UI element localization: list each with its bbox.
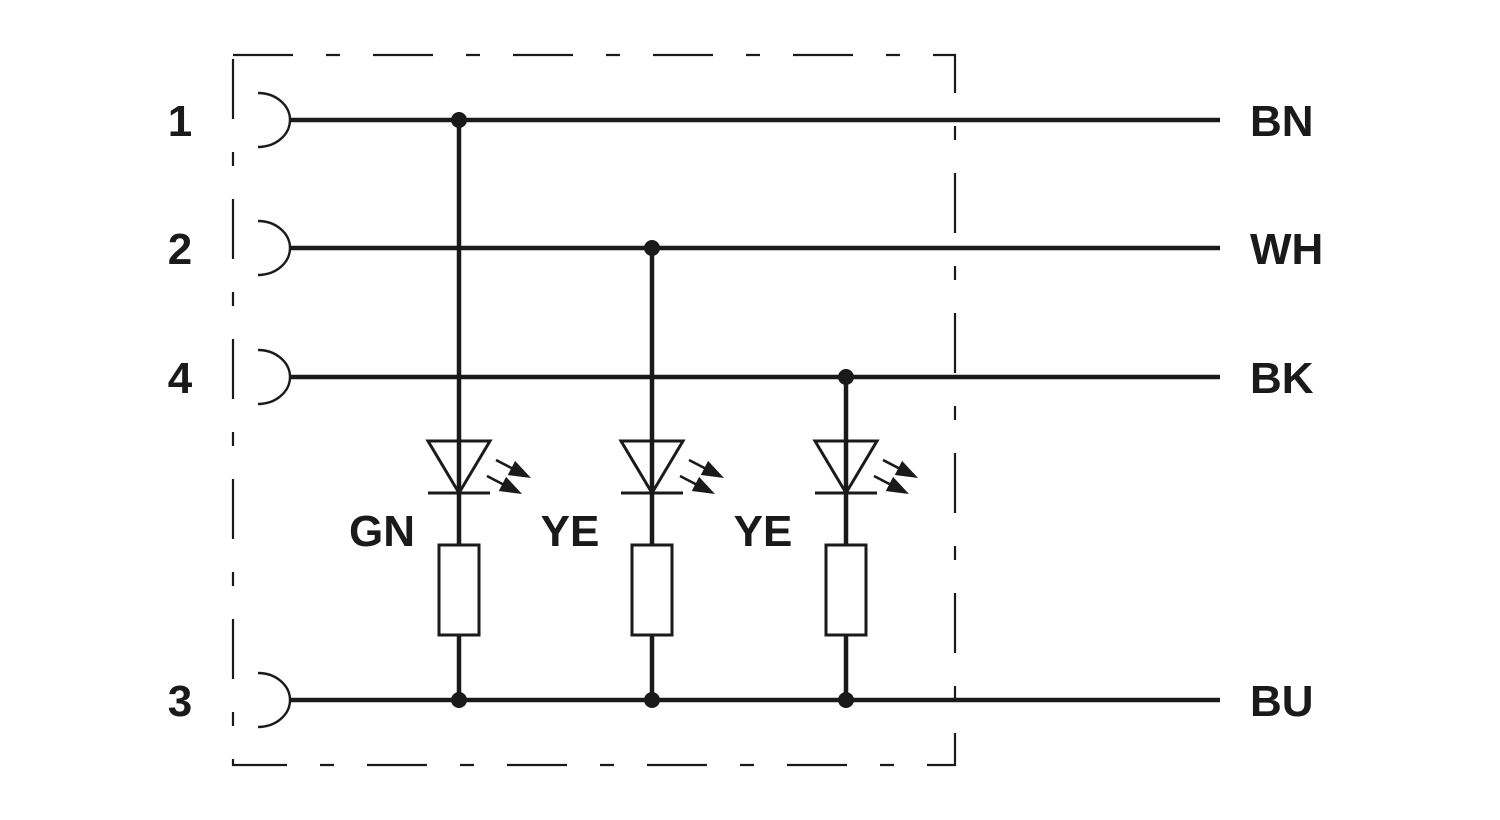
socket-contact-icon: [257, 348, 292, 406]
light-emission-arrows-icon: [679, 458, 724, 494]
led-branch-2: YE: [541, 240, 724, 708]
pin-number-label: 4: [168, 354, 193, 403]
pin-2-circuit: 2 WH: [168, 219, 1323, 277]
pin-number-label: 2: [168, 225, 192, 274]
led-color-label: YE: [734, 507, 793, 556]
wire-color-label: BU: [1250, 677, 1314, 726]
pin-number-label: 1: [168, 97, 192, 146]
arrow-head: [507, 460, 531, 478]
pin-1-circuit: 1 BN: [168, 91, 1314, 149]
arrow-head: [885, 476, 909, 494]
pin-4-circuit: 4 BK: [168, 348, 1314, 406]
socket-contact-icon: [257, 91, 292, 149]
socket-contact-icon: [257, 671, 292, 729]
pin-3-circuit: 3 BU: [168, 671, 1314, 729]
arrow-head: [894, 460, 918, 478]
resistor-icon: [630, 543, 674, 637]
resistor-icon: [824, 543, 868, 637]
wire-color-label: BK: [1250, 354, 1314, 403]
resistor-icon: [437, 543, 481, 637]
arrow-head: [498, 476, 522, 494]
arrow-head: [691, 476, 715, 494]
wire-color-label: WH: [1250, 225, 1323, 274]
light-emission-arrows-icon: [873, 458, 918, 494]
socket-contact-icon: [257, 219, 292, 277]
led-branch-3: YE: [734, 369, 918, 708]
housing-dashed-boundary: [231, 53, 957, 767]
wire-color-label: BN: [1250, 97, 1314, 146]
light-emission-arrows-icon: [486, 458, 531, 494]
pin-number-label: 3: [168, 677, 192, 726]
led-branch-1: GN: [349, 112, 531, 708]
led-color-label: GN: [349, 507, 415, 556]
led-color-label: YE: [541, 507, 600, 556]
arrow-head: [700, 460, 724, 478]
